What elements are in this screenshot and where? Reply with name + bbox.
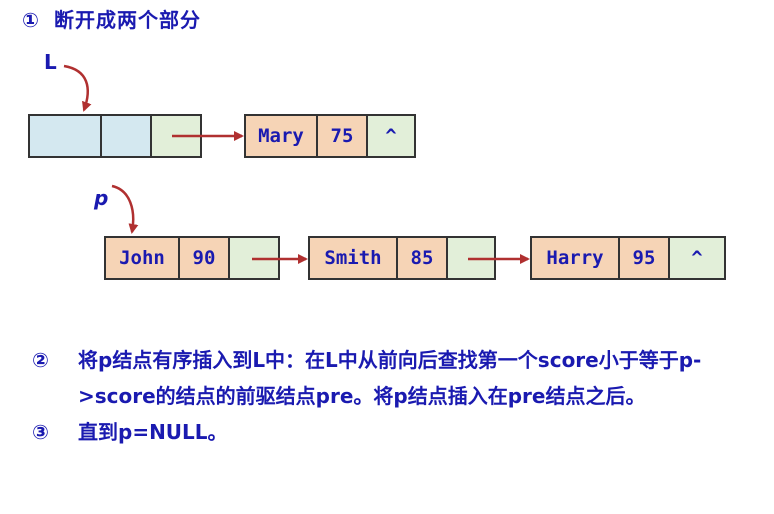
heading-number: ① — [22, 8, 40, 32]
step-2-text: 将p结点有序插入到L中：在L中从前向后查找第一个score小于等于p->scor… — [78, 348, 702, 408]
heading-text: 断开成两个部分 — [54, 8, 201, 32]
head-node-data-cell-2 — [100, 114, 152, 158]
node-harry-score: 95 — [618, 236, 670, 280]
step-2: ② 将p结点有序插入到L中：在L中从前向后查找第一个score小于等于p->sc… — [32, 342, 752, 414]
step-3-text: 直到p=NULL。 — [78, 420, 228, 444]
node-john-score: 90 — [178, 236, 230, 280]
node-mary-next: ^ — [366, 114, 416, 158]
step-2-number: ② — [32, 348, 49, 372]
head-node-data-cell — [28, 114, 102, 158]
arrow-L-to-head — [63, 64, 92, 112]
node-smith-score: 85 — [396, 236, 448, 280]
arrow-p-to-john — [111, 184, 139, 234]
pointer-label-p: p — [94, 186, 109, 210]
pointer-label-L: L — [44, 50, 57, 74]
step-3: ③ 直到p=NULL。 — [32, 414, 752, 450]
steps-list: ② 将p结点有序插入到L中：在L中从前向后查找第一个score小于等于p->sc… — [32, 342, 752, 450]
heading: ① 断开成两个部分 — [22, 4, 201, 33]
node-harry-next: ^ — [668, 236, 726, 280]
node-smith-name: Smith — [308, 236, 398, 280]
node-harry-name: Harry — [530, 236, 620, 280]
step-3-number: ③ — [32, 420, 49, 444]
